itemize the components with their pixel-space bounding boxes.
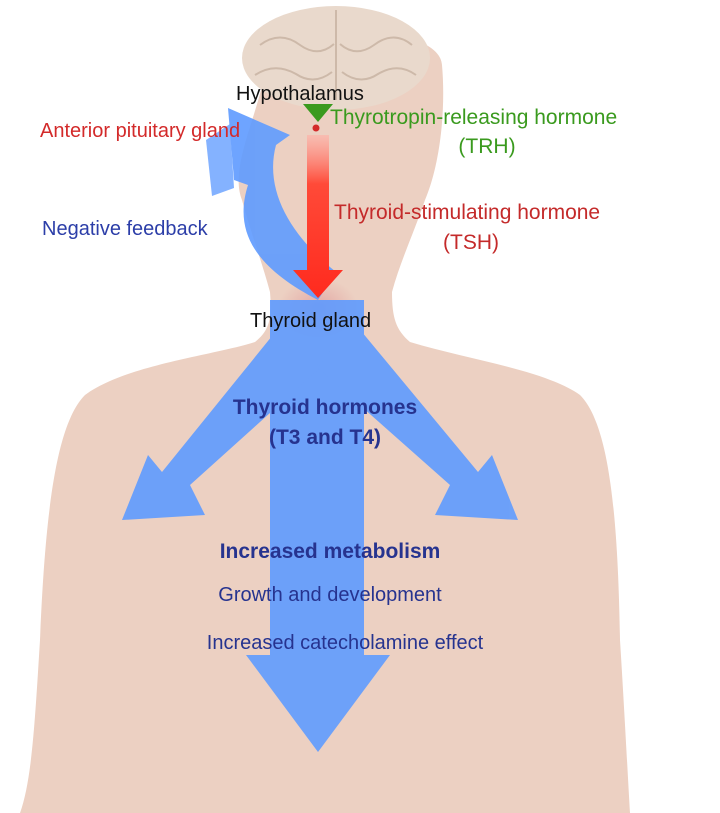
tsh-name-label: Thyroid-stimulating hormone [334, 201, 601, 224]
effect-increased-metabolism: Increased metabolism [219, 540, 441, 563]
pituitary-dot [312, 124, 320, 132]
thyroid-hormones-title: Thyroid hormones [232, 396, 418, 419]
hypothalamus-label: Hypothalamus [236, 83, 364, 105]
right-arrow [318, 320, 518, 520]
negative-feedback-label: Negative feedback [42, 218, 208, 240]
brain [242, 6, 430, 110]
down-arrow [246, 300, 390, 752]
thyroid-hormones-subtitle: (T3 and T4) [268, 426, 381, 449]
trh-abbr-label: (TRH) [458, 135, 516, 158]
effect-catecholamine: Increased catecholamine effect [206, 632, 484, 654]
anterior-pituitary-label: Anterior pituitary gland [40, 120, 241, 142]
trh-name-label: Thyrotropin-releasing hormone [330, 106, 618, 129]
left-arrow [122, 320, 320, 520]
tsh-arrow [293, 135, 343, 298]
hypothalamus-marker [303, 104, 333, 122]
thyroid-gland-label: Thyroid gland [250, 310, 372, 332]
effect-growth-development: Growth and development [218, 584, 442, 606]
tsh-abbr-label: (TSH) [443, 231, 499, 254]
